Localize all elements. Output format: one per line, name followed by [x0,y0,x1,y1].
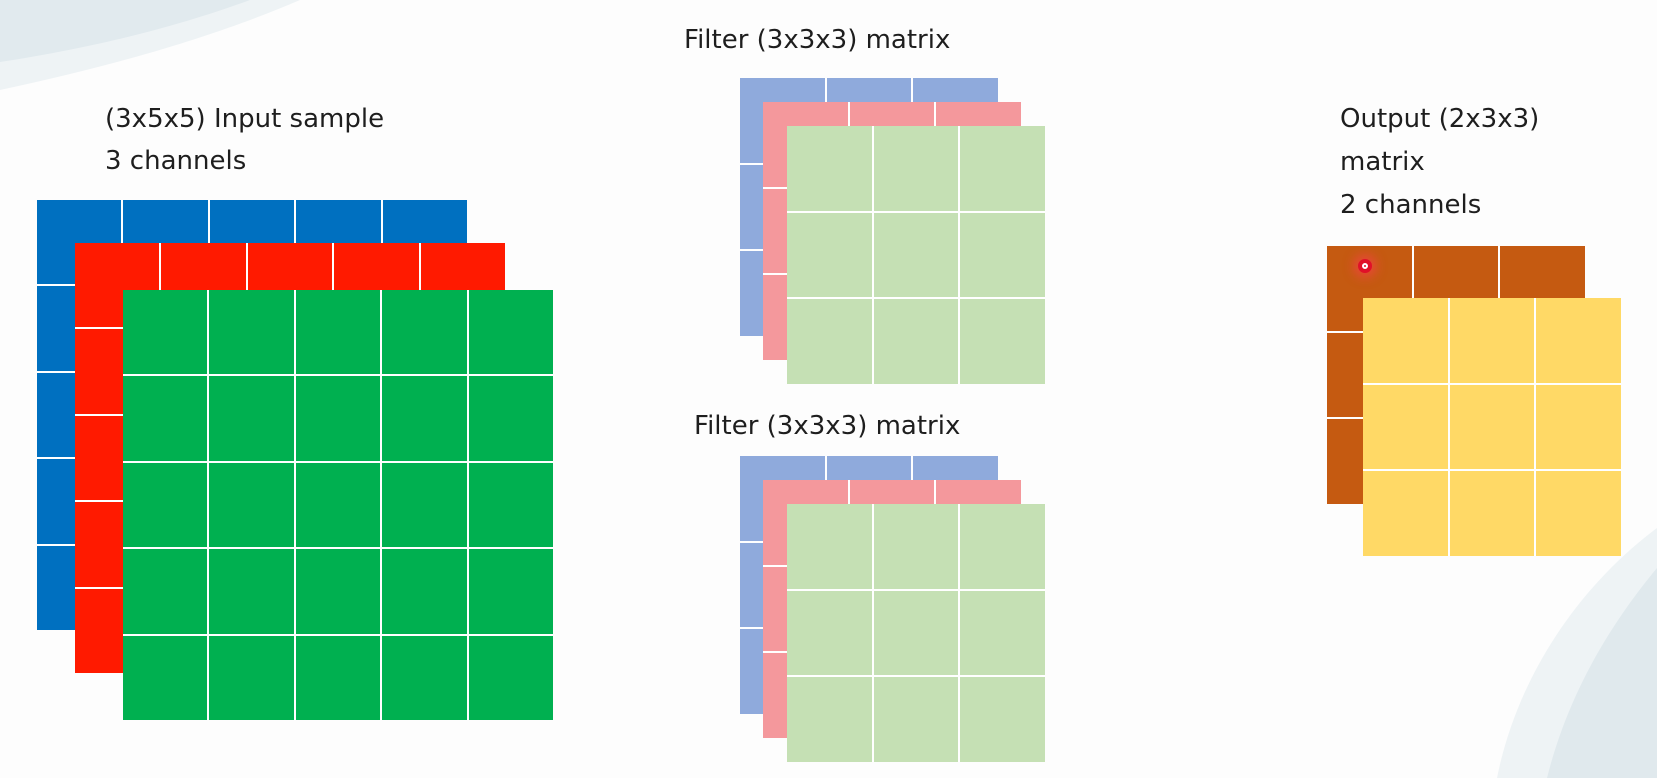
input-label-line-1: (3x5x5) Input sample [105,104,385,134]
output-channel-2-cell-r2-c2 [1449,384,1535,470]
filter-2-channel-3-cell-r3-c2 [873,677,959,762]
output-label-line-2: matrix [1340,147,1425,177]
filter-2-channel-3-cell-r3-c1 [787,677,872,762]
input-channel-3-cell-r1-c1 [123,290,208,375]
filter-1-channel-3-cell-r1-c1 [787,126,872,211]
input-channel-3-cell-r3-c5 [468,462,553,548]
output-channel-2-cell-r1-c1 [1363,298,1448,383]
input-channel-3-cell-r2-c3 [295,376,381,461]
background-swoosh-bottom-right [1497,528,1657,778]
output-channel-2-cell-r2-c3 [1536,384,1621,470]
filter-2-channel-3-grid [787,504,1045,762]
input-channel-3-cell-r4-c4 [382,549,467,634]
output-channel-2-cell-r1-c3 [1536,298,1621,383]
output-label-line-3: 2 channels [1340,190,1482,220]
input-channel-3-cell-r1-c2 [209,290,294,375]
input-channel-3-cell-r5-c3 [295,635,381,720]
filter-2-channel-3-cell-r2-c1 [787,590,872,676]
input-channel-3-cell-r5-c2 [209,635,294,720]
filter-2-channel-3-cell-r2-c3 [960,590,1045,676]
filter-2-channel-3-cell-r3-c3 [960,677,1045,762]
cursor-pointer-icon [1358,259,1372,273]
input-channel-3-cell-r2-c4 [382,376,467,461]
filter-1-label: Filter (3x3x3) matrix [684,25,951,55]
input-channel-3-grid [123,290,553,720]
input-channel-3-cell-r5-c1 [123,635,208,720]
filter-2-channel-3-cell-r2-c2 [873,590,959,676]
filter-1-channel-3-grid [787,126,1045,384]
output-channel-2-cell-r3-c1 [1363,471,1448,556]
background-swoosh-top-left [0,0,300,90]
input-channel-3-cell-r4-c5 [468,549,553,634]
input-channel-3-cell-r3-c1 [123,462,208,548]
filter-1-channel-3-cell-r3-c2 [873,299,959,384]
input-channel-3-cell-r5-c4 [382,635,467,720]
filter-1-channel-3-cell-r1-c3 [960,126,1045,211]
input-channel-3-cell-r5-c5 [468,635,553,720]
filter-1-channel-3-cell-r2-c2 [873,212,959,298]
filter-2-channel-3-cell-r1-c1 [787,504,872,589]
filter-1-channel-3-cell-r2-c3 [960,212,1045,298]
input-channel-3-cell-r4-c2 [209,549,294,634]
output-label-line-1: Output (2x3x3) [1340,104,1540,134]
input-channel-3-cell-r1-c4 [382,290,467,375]
filter-2-channel-3-cell-r1-c3 [960,504,1045,589]
input-channel-3-cell-r3-c4 [382,462,467,548]
input-label-line-2: 3 channels [105,146,247,176]
input-channel-3-cell-r3-c3 [295,462,381,548]
filter-2-label: Filter (3x3x3) matrix [694,411,961,441]
filter-1-channel-3-cell-r2-c1 [787,212,872,298]
input-channel-3-cell-r2-c1 [123,376,208,461]
input-channel-3-cell-r1-c5 [468,290,553,375]
input-channel-3-cell-r3-c2 [209,462,294,548]
input-channel-3-cell-r1-c3 [295,290,381,375]
input-channel-3-cell-r4-c1 [123,549,208,634]
output-channel-2-cell-r3-c3 [1536,471,1621,556]
filter-2-channel-3-cell-r1-c2 [873,504,959,589]
input-channel-3-cell-r2-c5 [468,376,553,461]
input-channel-3-cell-r2-c2 [209,376,294,461]
output-channel-2-cell-r1-c2 [1449,298,1535,383]
filter-1-channel-3-cell-r3-c1 [787,299,872,384]
filter-1-channel-3-cell-r3-c3 [960,299,1045,384]
filter-1-channel-3-cell-r1-c2 [873,126,959,211]
output-channel-2-cell-r2-c1 [1363,384,1448,470]
input-channel-3-cell-r4-c3 [295,549,381,634]
output-channel-2-cell-r3-c2 [1449,471,1535,556]
output-channel-2-grid [1363,298,1621,556]
